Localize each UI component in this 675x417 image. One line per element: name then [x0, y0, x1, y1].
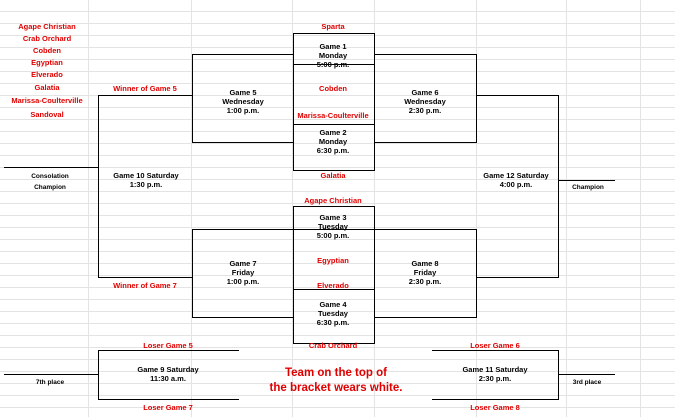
team-list-item: Sandoval: [30, 110, 64, 119]
loser-game8-label: Loser Game 8: [470, 403, 520, 412]
team-list-item: Elverado: [31, 70, 63, 79]
game-day: Tuesday: [318, 222, 348, 231]
team-list-item: Crab Orchard: [22, 34, 72, 43]
team-label-egyptian: Egyptian: [317, 256, 349, 265]
consolation-label: Consolation: [31, 173, 69, 180]
team-list-item: Egyptian: [31, 58, 63, 67]
game1-2-box: [293, 33, 375, 171]
game2-info: Game 2 Monday 6:30 p.m.: [317, 128, 350, 155]
game-day: Friday: [231, 268, 255, 277]
game-time: 1:30 p.m.: [129, 180, 163, 189]
game9-info: Game 9 Saturday 11:30 a.m.: [137, 365, 198, 383]
game-title: Game 2: [319, 128, 347, 137]
game-day: Monday: [318, 137, 348, 146]
team-label-cobden: Cobden: [319, 84, 347, 93]
game-day: Wednesday: [404, 97, 446, 106]
team-list-item: Agape Christian: [18, 22, 76, 31]
game10-info: Game 10 Saturday 1:30 p.m.: [113, 171, 178, 189]
game6-info: Game 6 Wednesday 2:30 p.m.: [404, 88, 446, 115]
game-title: Game 11 Saturday: [462, 365, 528, 374]
game-title: Game 5: [229, 88, 257, 97]
game-time: 2:30 p.m.: [478, 374, 512, 383]
game-time: 1:00 p.m.: [226, 106, 260, 115]
game12-info: Game 12 Saturday 4:00 p.m.: [483, 171, 548, 189]
game-time: 6:30 p.m.: [316, 318, 350, 327]
team-list-item: Marissa-Coulterville: [11, 96, 83, 105]
game-title: Game 10 Saturday: [113, 171, 179, 180]
team-list-item: Cobden: [33, 46, 61, 55]
game1-info: Game 1 Monday 5:00 p.m.: [317, 42, 350, 69]
note-line: Team on the top of: [284, 367, 387, 379]
team-label-elverado: Elverado: [317, 281, 349, 290]
team-label-sparta: Sparta: [321, 22, 345, 31]
game8-info: Game 8 Friday 2:30 p.m.: [409, 259, 442, 286]
third-place-label: 3rd place: [572, 379, 602, 386]
game-title: Game 1: [319, 42, 347, 51]
game-time: 5:00 p.m.: [316, 60, 350, 69]
game3-4-box: [293, 206, 375, 344]
game-day: Wednesday: [222, 97, 264, 106]
game-time: 2:30 p.m.: [408, 277, 442, 286]
team-label-agape: Agape Christian: [304, 196, 362, 205]
game-day: Tuesday: [318, 309, 348, 318]
team-label-crab-orchard: Crab Orchard: [308, 341, 358, 350]
game-time: 6:30 p.m.: [316, 146, 350, 155]
game-time: 2:30 p.m.: [408, 106, 442, 115]
game-title: Game 6: [411, 88, 439, 97]
note-line: the bracket wears white.: [269, 382, 403, 394]
game4-info: Game 4 Tuesday 6:30 p.m.: [317, 300, 350, 327]
game-day: Monday: [318, 51, 348, 60]
game-title: Game 4: [319, 300, 347, 309]
team-label-marissa: Marissa-Coulterville: [297, 111, 369, 120]
game-time: 1:00 p.m.: [226, 277, 260, 286]
game11-info: Game 11 Saturday 2:30 p.m.: [462, 365, 527, 383]
game5-info: Game 5 Wednesday 1:00 p.m.: [222, 88, 264, 115]
loser-game5-label: Loser Game 5: [143, 341, 193, 350]
loser-game6-label: Loser Game 6: [470, 341, 520, 350]
game-time: 11:30 a.m.: [150, 374, 186, 383]
winner-game5-label: Winner of Game 5: [113, 84, 177, 93]
game-title: Game 9 Saturday: [137, 365, 199, 374]
consolation-champion-label: Champion: [34, 184, 66, 191]
game7-info: Game 7 Friday 1:00 p.m.: [227, 259, 260, 286]
seventh-place-label: 7th place: [35, 379, 65, 386]
team-list-item: Galatia: [34, 83, 60, 92]
jersey-note: Team on the top of the bracket wears whi…: [245, 366, 427, 396]
game3-info: Game 3 Tuesday 5:00 p.m.: [317, 213, 350, 240]
team-label-galatia: Galatia: [320, 171, 346, 180]
loser-game7-label: Loser Game 7: [143, 403, 193, 412]
winner-game7-label: Winner of Game 7: [113, 281, 177, 290]
game-day: Friday: [413, 268, 437, 277]
game-title: Game 12 Saturday: [483, 171, 549, 180]
game-title: Game 7: [229, 259, 257, 268]
game-title: Game 3: [319, 213, 347, 222]
game-time: 4:00 p.m.: [499, 180, 533, 189]
game-time: 5:00 p.m.: [316, 231, 350, 240]
game-title: Game 8: [411, 259, 439, 268]
champion-label: Champion: [572, 184, 604, 191]
